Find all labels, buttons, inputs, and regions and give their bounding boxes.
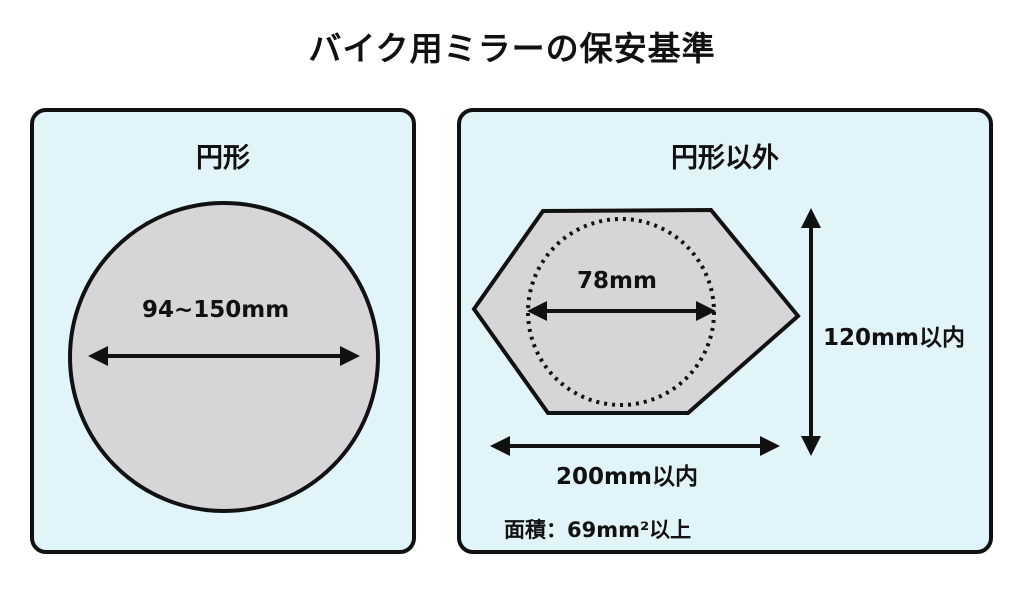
circle-diameter-label: 94~150mm <box>142 297 290 323</box>
area-label: 面積：69mm²以上 <box>504 518 692 542</box>
page-title: バイク用ミラーの保安基準 <box>308 29 716 68</box>
panel-title-non-circular: 円形以外 <box>671 143 779 174</box>
panel-title-circular: 円形 <box>196 143 250 174</box>
inner-circle-label: 78mm <box>577 268 657 294</box>
width-label: 200mm以内 <box>556 464 698 490</box>
height-label: 120mm以内 <box>823 325 965 351</box>
